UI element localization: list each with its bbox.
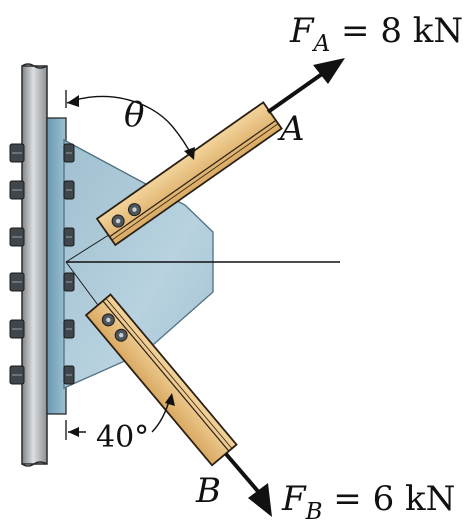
force-arrow-a	[266, 58, 345, 114]
base-plate	[46, 117, 67, 415]
force-b-label: FB = 6 kN	[281, 479, 455, 525]
member-a	[95, 101, 283, 247]
member-a-label: A	[277, 109, 305, 149]
member-b	[84, 293, 238, 467]
angle-40-label: 40°	[96, 420, 149, 455]
angle-theta-label: θ	[124, 95, 144, 135]
angle-theta-arc	[66, 95, 195, 160]
angle-40-arc	[68, 393, 175, 437]
wall-column	[21, 63, 48, 467]
force-a-label: FA = 8 kN	[289, 11, 463, 57]
wall-bolts	[9, 143, 75, 385]
member-b-label: B	[195, 471, 221, 511]
force-arrow-b	[224, 452, 272, 517]
